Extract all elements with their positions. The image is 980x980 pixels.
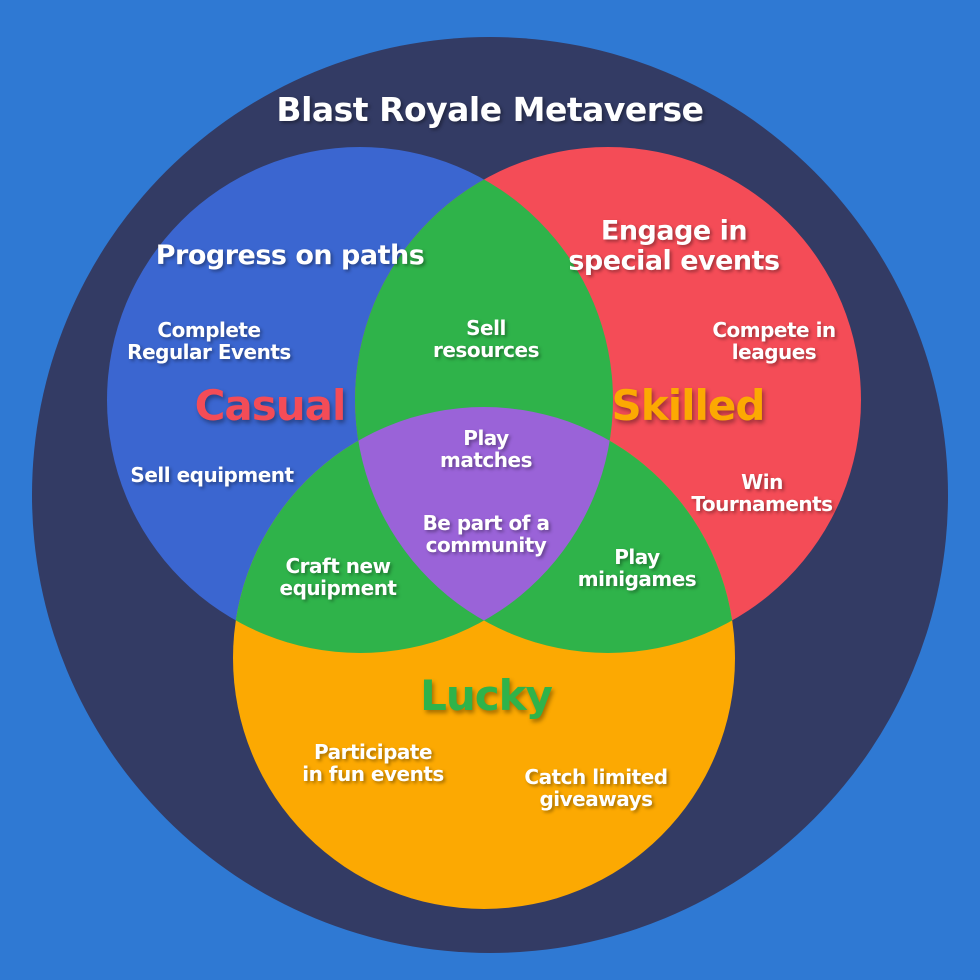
casual-item-complete-events: Complete Regular Events (127, 318, 291, 364)
casual-heading: Progress on paths (155, 240, 425, 272)
casual-label: Casual (194, 380, 347, 430)
overlap-skilled-lucky-text: Play minigames (577, 545, 697, 591)
overlap-casual-skilled-text: Sell resources (433, 316, 540, 362)
diagram-title: Blast Royale Metaverse (276, 89, 704, 129)
center-text-community: Be part of a community (422, 511, 550, 557)
skilled-heading: Engage in special events (568, 215, 780, 276)
overlap-casual-lucky-text: Craft new equipment (279, 554, 398, 600)
skilled-item-win-tournaments: Win Tournaments (691, 470, 833, 516)
lucky-item-fun-events: Participate in fun events (302, 740, 444, 786)
center-text-play-matches: Play matches (440, 426, 532, 472)
lucky-label: Lucky (420, 670, 553, 720)
skilled-item-compete-leagues: Compete in leagues (712, 318, 836, 364)
skilled-label: Skilled (611, 380, 766, 430)
casual-item-sell-equipment: Sell equipment (130, 463, 294, 487)
lucky-item-giveaways: Catch limited giveaways (524, 765, 668, 811)
